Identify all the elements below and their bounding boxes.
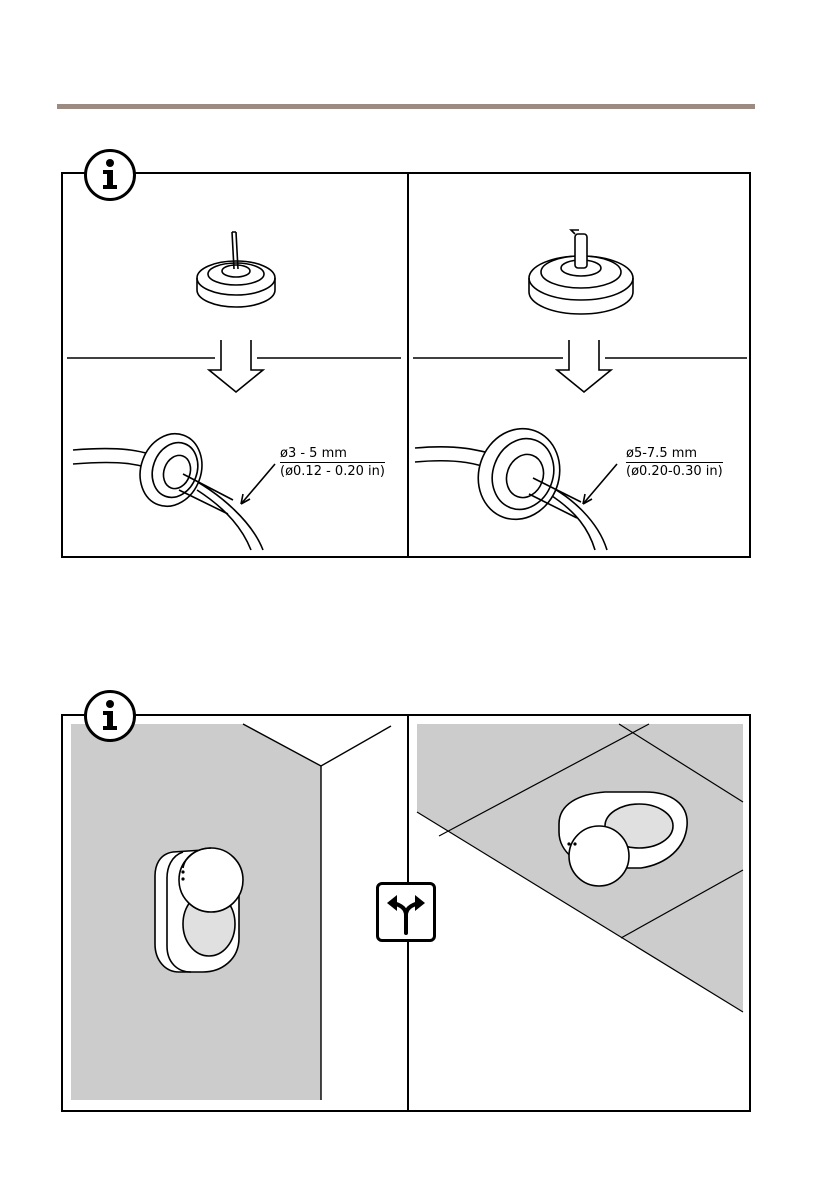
wall-mount-illustration — [63, 716, 407, 1110]
header-rule — [57, 104, 755, 109]
dimension-in: (ø0.20-0.30 in) — [626, 462, 723, 480]
ceiling-mount-illustration — [409, 716, 753, 1110]
small-gasket-illustration — [63, 174, 407, 556]
cable-gasket-panel: ø3 - 5 mm (ø0.12 - 0.20 in) — [61, 172, 751, 558]
small-gasket-dimension: ø3 - 5 mm (ø0.12 - 0.20 in) — [280, 446, 385, 480]
dimension-in: (ø0.12 - 0.20 in) — [280, 462, 385, 480]
split-arrow-icon — [376, 882, 436, 942]
info-icon — [84, 149, 136, 201]
dimension-mm: ø5-7.5 mm — [626, 446, 723, 462]
large-gasket-illustration — [409, 174, 753, 556]
info-icon — [84, 690, 136, 742]
large-gasket-dimension: ø5-7.5 mm (ø0.20-0.30 in) — [626, 446, 723, 480]
dimension-mm: ø3 - 5 mm — [280, 446, 385, 462]
